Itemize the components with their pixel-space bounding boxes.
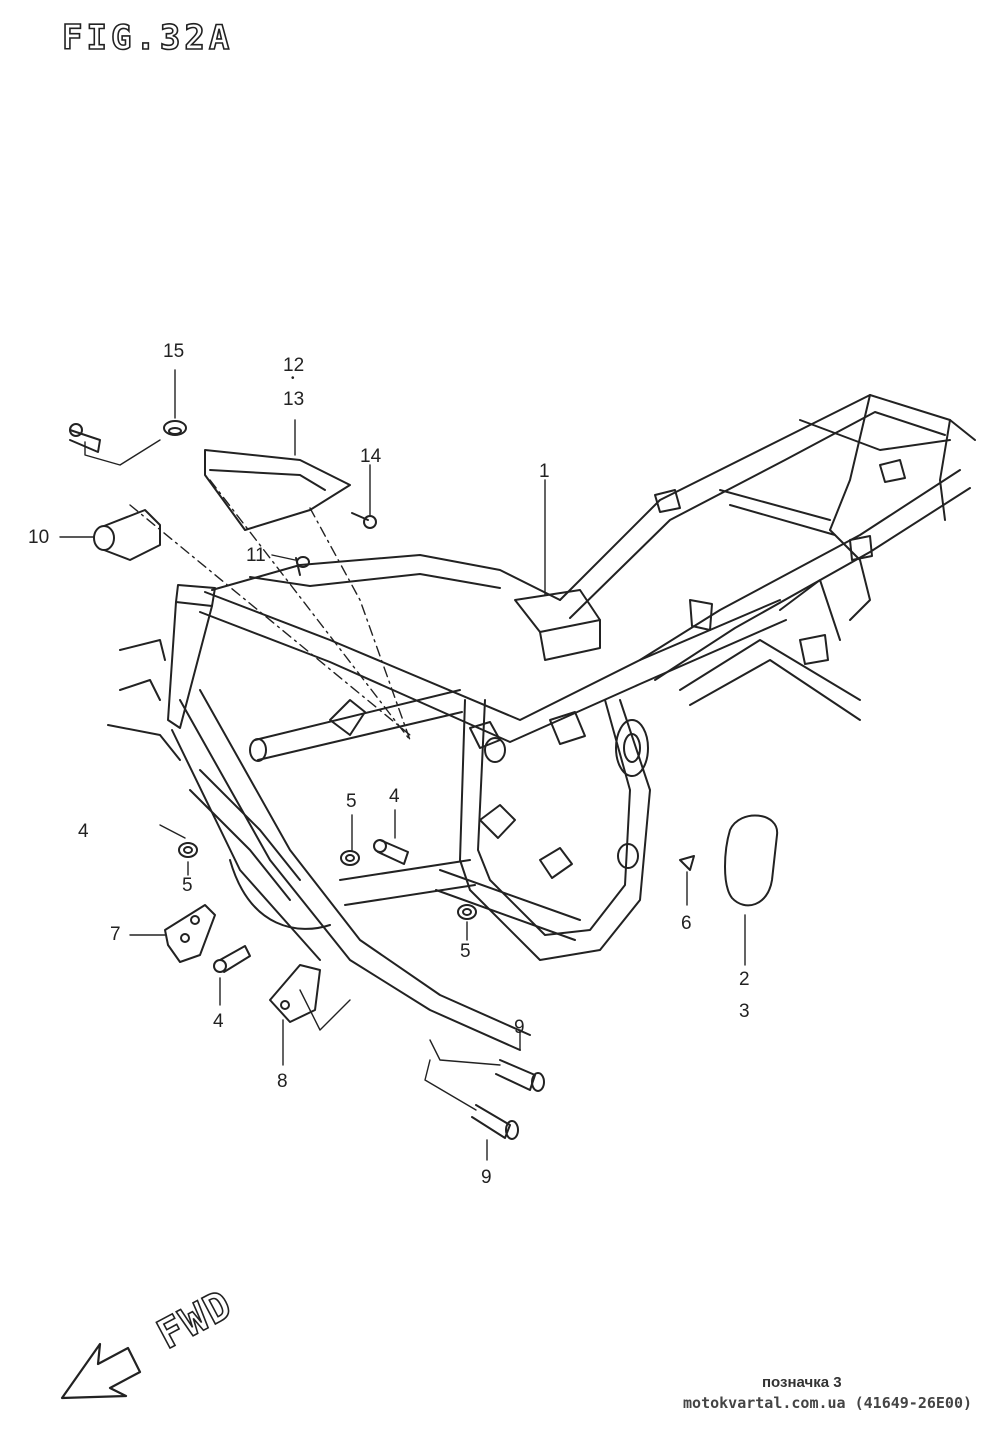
callout-4-center: 4: [389, 786, 400, 807]
part-6-clip: [679, 855, 695, 871]
callout-15: 15: [163, 341, 185, 362]
callout-8: 8: [277, 1071, 288, 1092]
part-2-3-pad: [724, 814, 779, 907]
callout-11: 11: [246, 545, 266, 566]
part-7-bracket: [164, 904, 216, 963]
callout-1: 1: [539, 461, 550, 482]
leader-lines: [59, 369, 746, 1161]
callout-5-center: 5: [346, 791, 357, 812]
callout-9-upper: 9: [514, 1017, 525, 1038]
callout-6: 6: [681, 913, 692, 934]
callout-5-lower: 5: [460, 941, 471, 962]
callout-7: 7: [110, 924, 121, 945]
footer-mark: позначка 3: [762, 1374, 842, 1391]
part-15-cushion: [163, 420, 187, 436]
callout-12: 12: [283, 355, 305, 376]
part-4-bolt-upper-left: [69, 423, 101, 453]
part-4-bolt-center: [373, 839, 409, 865]
callout-4-lower: 4: [213, 1011, 224, 1032]
callout-12-dot: •: [291, 373, 295, 384]
part-5-nut-center: [340, 850, 360, 866]
part-9-bolt-upper: [495, 1059, 545, 1092]
part-8-bracket: [269, 964, 321, 1023]
main-frame: [107, 394, 976, 1051]
forward-arrow-icon: [60, 1342, 142, 1400]
part-9-bolt-lower: [471, 1104, 519, 1140]
callout-10: 10: [28, 527, 50, 548]
callout-9-lower: 9: [481, 1167, 492, 1188]
footer-site: motokvartal.com.ua (41649-26E00): [683, 1394, 972, 1412]
callout-14: 14: [360, 446, 382, 467]
part-14-bolt: [351, 512, 377, 529]
callout-2: 2: [739, 969, 750, 990]
figure-title: FIG.32A: [61, 17, 234, 59]
callout-13: 13: [283, 389, 305, 410]
part-10-bracket: [93, 509, 161, 561]
callout-3: 3: [739, 1001, 750, 1022]
callout-4-upper: 4: [78, 821, 89, 842]
part-11-bolt: [295, 556, 310, 576]
part-5-nut-lower: [457, 904, 477, 920]
callout-5-left: 5: [182, 875, 193, 896]
part-12-13-cover: [204, 449, 351, 531]
part-4-bolt-lower-left: [213, 945, 251, 973]
part-5-nut-left: [178, 842, 198, 858]
